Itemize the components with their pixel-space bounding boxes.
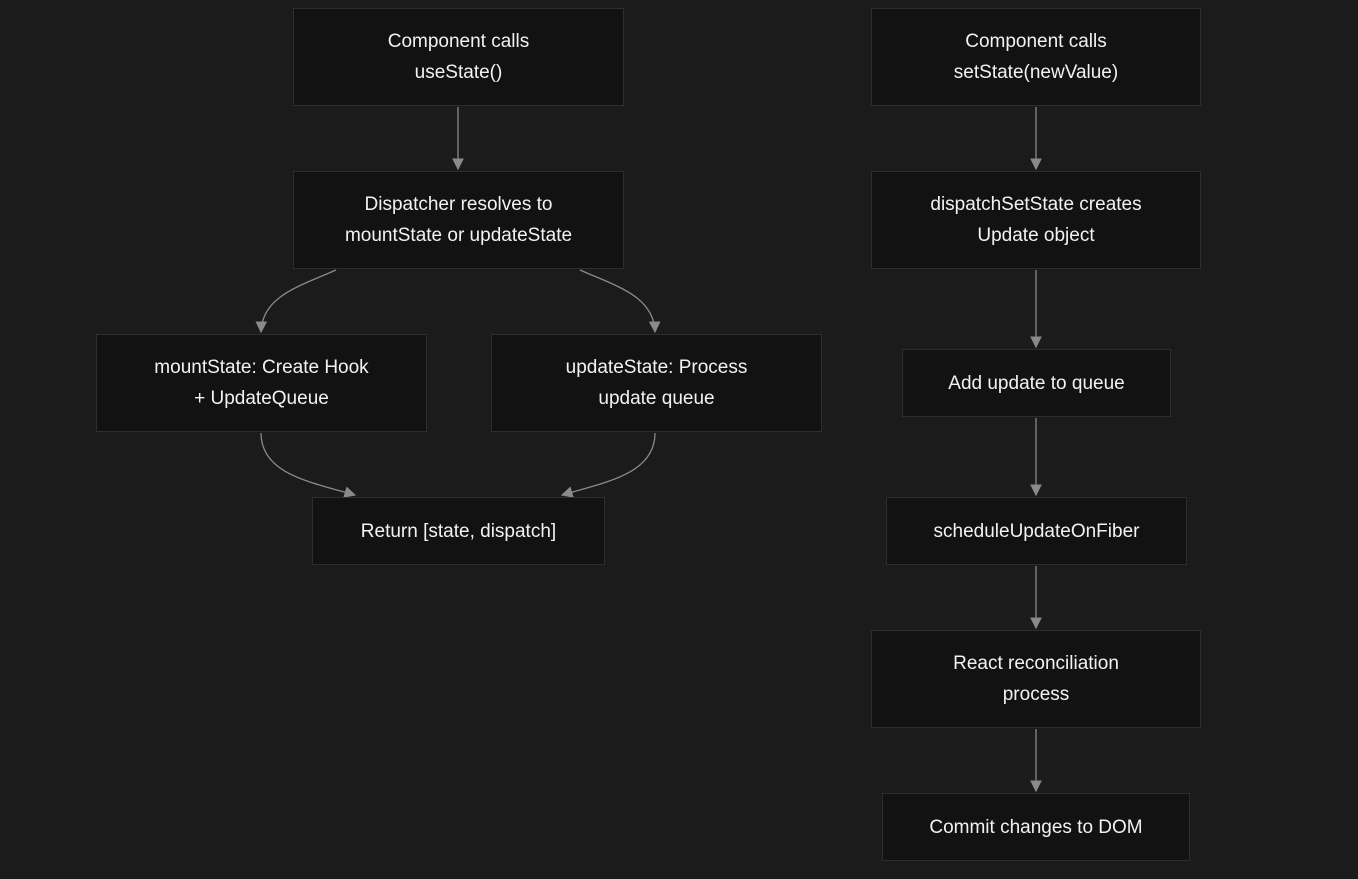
node-label-line: mountState: Create Hook [154, 357, 369, 378]
edge-dispatcher-to-mount-state [255, 269, 337, 334]
node-dispatchsetstate: dispatchSetState creates Update object [871, 171, 1201, 269]
node-label-line: Update object [977, 225, 1095, 246]
node-add-update-to-queue: Add update to queue [902, 349, 1171, 417]
node-label-line: dispatchSetState creates [930, 194, 1142, 215]
node-updatestate: updateState: Process update queue [491, 334, 822, 432]
node-label-line: React reconciliation [953, 653, 1119, 674]
node-label-line: Add update to queue [948, 372, 1125, 394]
node-label-line: Return [state, dispatch] [360, 520, 557, 542]
edge-dispatcher-to-update-state [579, 269, 661, 334]
node-component-calls-setstate: Component calls setState(newValue) [871, 8, 1201, 106]
node-component-calls-usestate: Component calls useState() [293, 8, 624, 106]
node-react-reconciliation: React reconciliation process [871, 630, 1201, 728]
node-label-line: useState() [414, 62, 503, 83]
edge-update-state-to-return [560, 432, 656, 498]
node-label-line: scheduleUpdateOnFiber [933, 520, 1140, 542]
node-label-line: Component calls [965, 31, 1107, 52]
node-label-line: Commit changes to DOM [929, 816, 1143, 838]
node-label-line: + UpdateQueue [194, 388, 329, 409]
node-label-line: mountState or updateState [344, 225, 573, 246]
node-label-line: update queue [598, 388, 715, 409]
node-label-line: Dispatcher resolves to [364, 194, 553, 215]
node-label-line: process [1002, 684, 1070, 705]
node-label-line: updateState: Process [565, 357, 748, 378]
node-label-line: Component calls [387, 31, 530, 52]
node-mountstate: mountState: Create Hook + UpdateQueue [96, 334, 427, 432]
node-dispatcher-resolves: Dispatcher resolves to mountState or upd… [293, 171, 624, 269]
node-label-line: setState(newValue) [953, 62, 1119, 83]
node-return-state-dispatch: Return [state, dispatch] [312, 497, 605, 565]
edge-mount-state-to-return [260, 432, 357, 498]
node-scheduleupdateonfiber: scheduleUpdateOnFiber [886, 497, 1187, 565]
node-commit-changes-to-dom: Commit changes to DOM [882, 793, 1190, 861]
